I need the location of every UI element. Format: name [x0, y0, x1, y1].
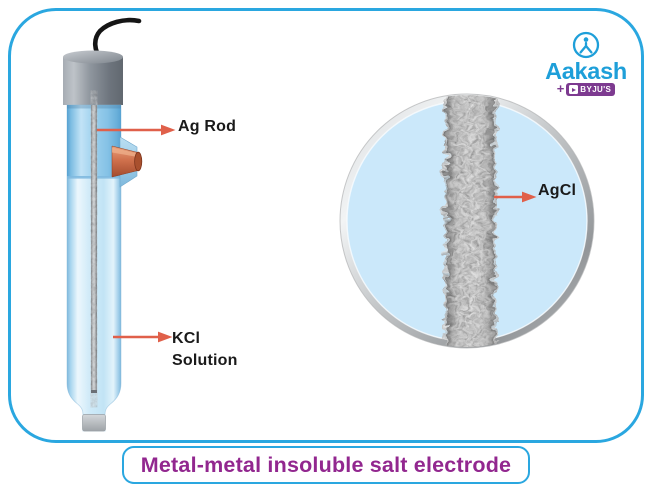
byjus-badge-row: + BYJU'S — [556, 81, 616, 96]
byjus-play-icon — [569, 85, 579, 94]
ag-rod-arrow — [97, 124, 176, 136]
porous-frit — [82, 414, 106, 432]
kcl-arrow — [113, 331, 173, 343]
ag-rod-label: Ag Rod — [178, 118, 237, 135]
label-arrows — [97, 124, 537, 343]
magnifier-view — [339, 93, 595, 349]
aakash-logo-icon — [572, 31, 600, 59]
side-junction — [111, 136, 143, 188]
electrode-assembly — [63, 17, 143, 432]
junction-cone-highlight — [112, 147, 138, 157]
electrode-cap-top — [63, 50, 123, 64]
agcl-label: AgCl — [538, 182, 577, 199]
aakash-byjus-logo: Aakash + BYJU'S — [530, 30, 642, 96]
kcl-label-line2: Solution — [172, 352, 238, 369]
silver-rod — [91, 105, 97, 393]
junction-cone-rim — [134, 151, 143, 172]
kcl-label-line1: KCl — [172, 330, 201, 347]
byjus-wordmark: BYJU'S — [580, 85, 612, 94]
figure-caption: Metal-metal insoluble salt electrode — [122, 446, 530, 484]
plus-sign: + — [556, 81, 565, 96]
agcl-coated-rod — [447, 95, 494, 347]
byjus-badge: BYJU'S — [566, 83, 616, 96]
agcl-arrow — [494, 191, 537, 203]
electrode-cap — [63, 57, 123, 105]
aakash-wordmark: Aakash — [545, 58, 627, 84]
kcl-solution-label: KCl Solution — [172, 328, 238, 372]
